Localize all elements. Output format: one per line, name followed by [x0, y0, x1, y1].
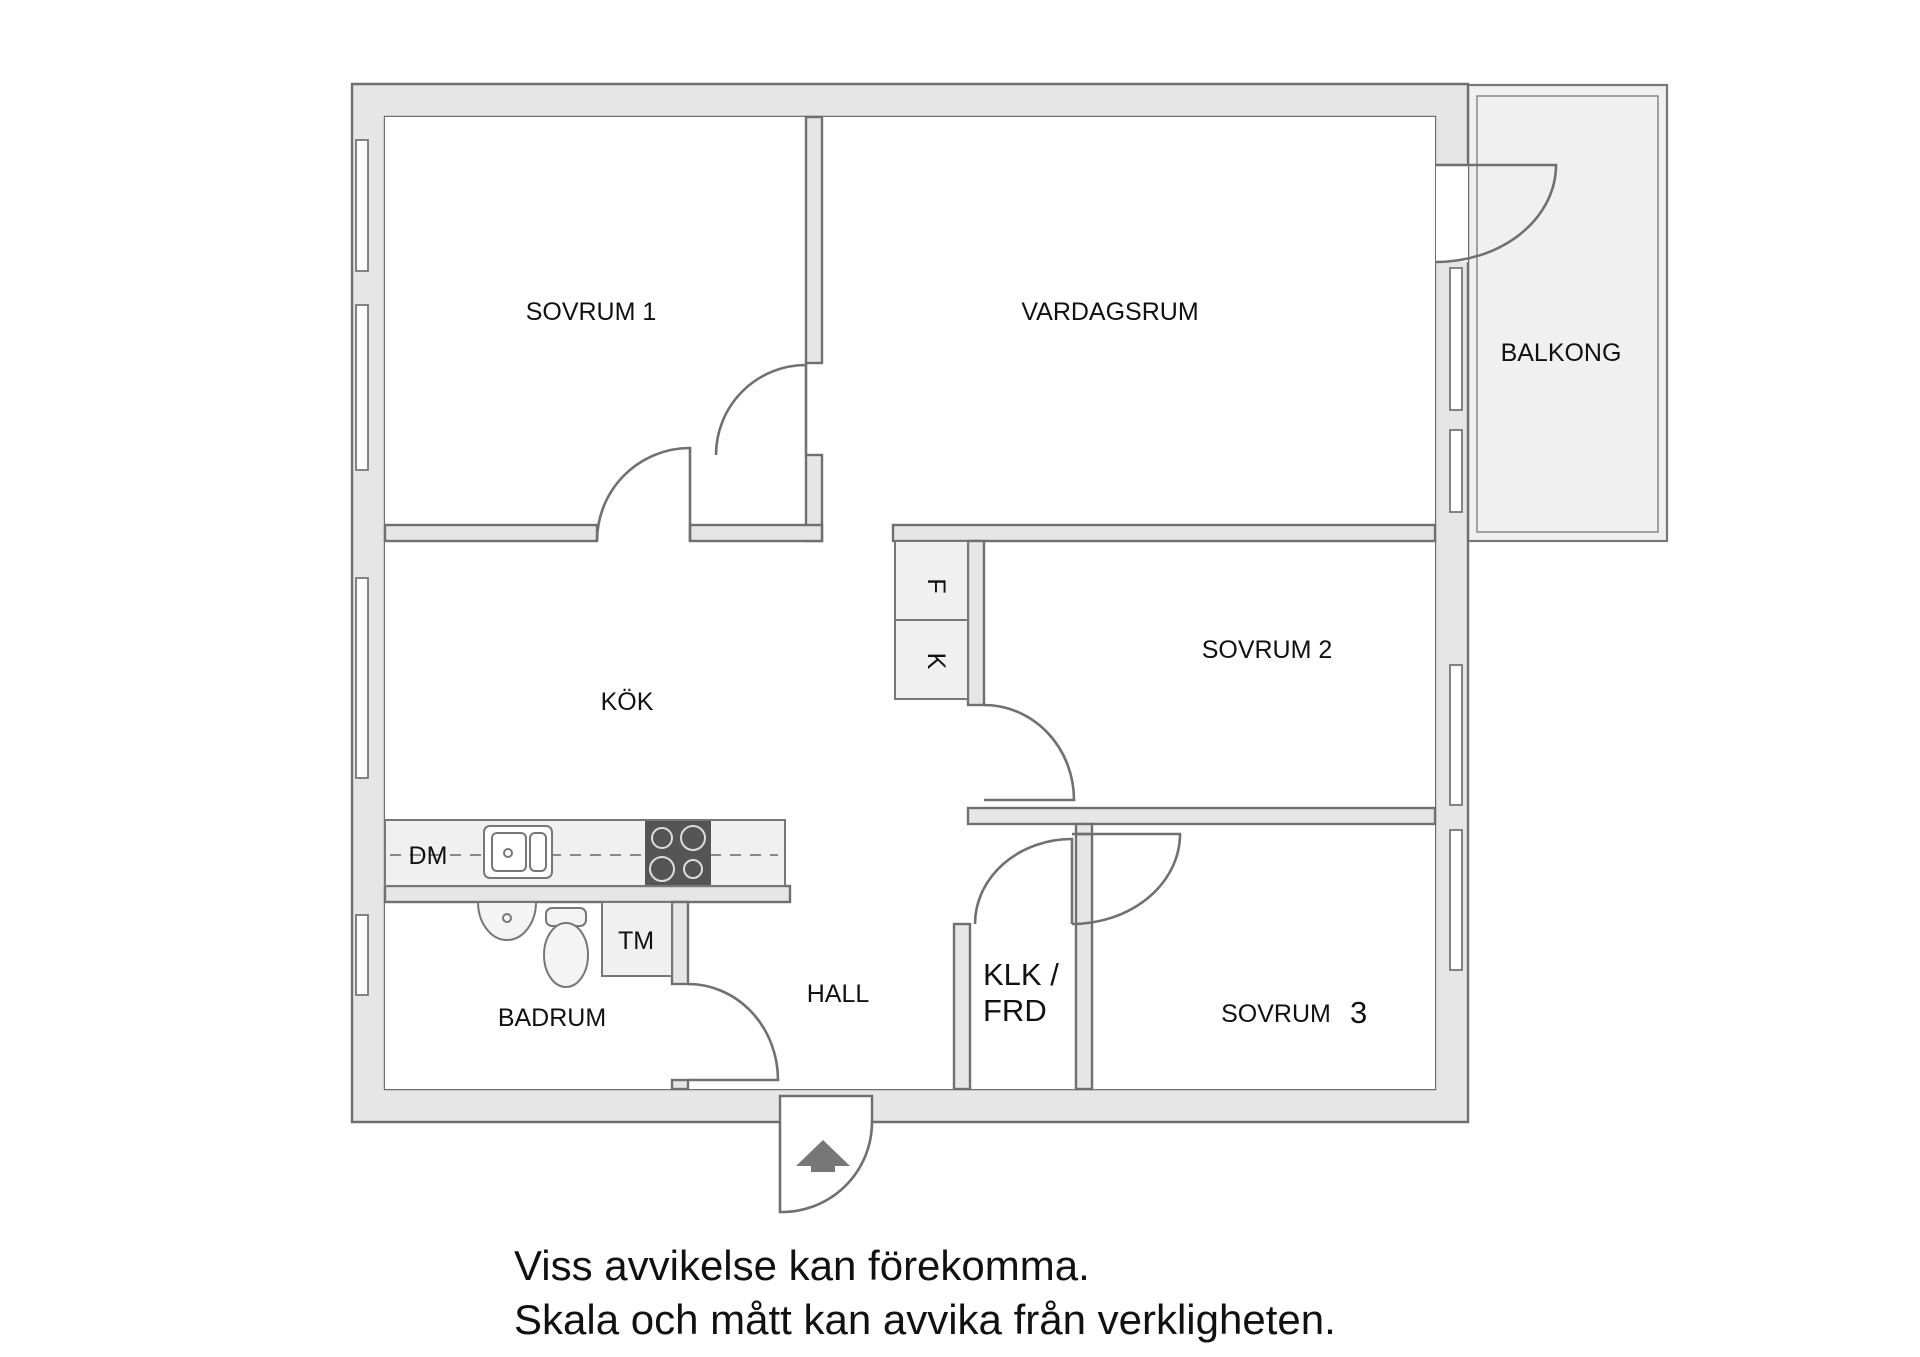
- washer-box: [601, 901, 673, 977]
- room-label-sovrum3: SOVRUM: [1221, 1000, 1331, 1028]
- toilet-icon: [543, 907, 589, 988]
- room-label-sovrum2: SOVRUM 2: [1202, 636, 1333, 664]
- room-label-vardagsrum: VARDAGSRUM: [1021, 298, 1198, 326]
- doors: [595, 163, 1558, 1214]
- hob-icon: [645, 821, 711, 885]
- room-label-kok: KÖK: [601, 688, 654, 716]
- fixture-label-dishwasher: DM: [409, 842, 448, 870]
- room-label-badrum: BADRUM: [498, 1004, 606, 1032]
- bathroom-fixtures: [476, 901, 673, 988]
- room-label-hall: HALL: [807, 980, 870, 1008]
- disclaimer-line1: Viss avvikelse kan förekomma.: [514, 1242, 1090, 1289]
- balcony: [1466, 83, 1669, 543]
- sink-icon: [483, 825, 553, 879]
- fixture-label-washer: TM: [618, 927, 654, 955]
- washbasin-icon: [476, 901, 538, 941]
- room-label-klk-line1: KLK /: [983, 957, 1059, 992]
- left-windows: [355, 139, 369, 996]
- fixture-label-freezer: K: [922, 653, 950, 670]
- right-windows: [1436, 165, 1468, 971]
- room-label-sovrum1: SOVRUM 1: [526, 298, 657, 326]
- fixture-label-fridge: F: [922, 578, 950, 593]
- interior-walls: [383, 115, 1437, 1091]
- kitchen-counter: [384, 819, 786, 887]
- room-label-sovrum3-number: 3: [1350, 995, 1367, 1030]
- disclaimer-line2: Skala och mått kan avvika från verklighe…: [514, 1296, 1336, 1343]
- room-label-balkong: BALKONG: [1501, 339, 1622, 367]
- room-label-klk-line2: FRD: [983, 993, 1047, 1028]
- entrance-arrow-icon: [796, 1140, 850, 1172]
- fridge-freezer: [894, 540, 969, 700]
